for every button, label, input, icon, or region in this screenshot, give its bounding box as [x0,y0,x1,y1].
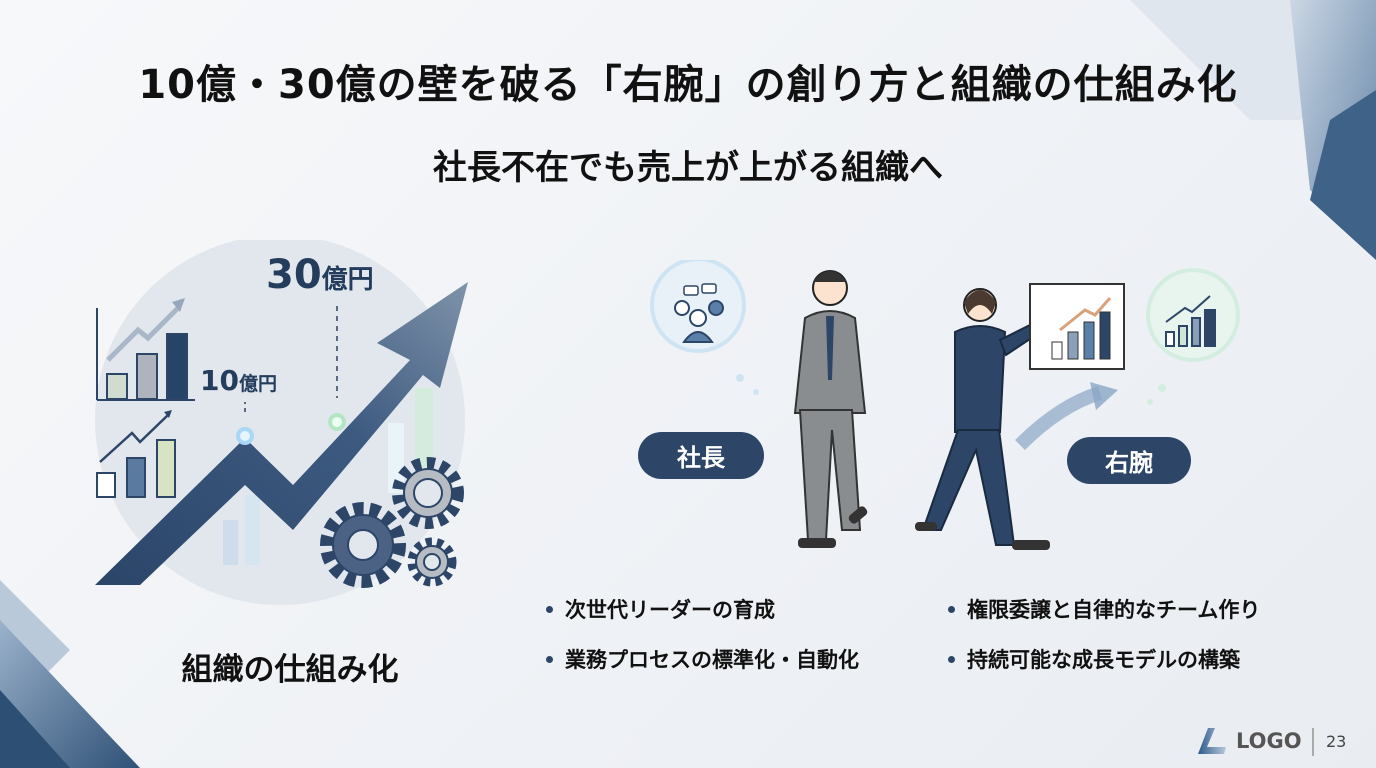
people-illustration [650,260,1240,550]
rising-arrow-icon [95,282,468,585]
bullet-dot [546,655,553,663]
amount-low-unit: 億円 [238,373,277,395]
team-icon [650,260,759,395]
right-hand-label: 右腕 [1067,437,1191,484]
amount-10-oku: 10億円 [200,364,277,397]
bullet-item: 業務プロセスの標準化・自動化 [546,644,859,674]
company-logo: LOGO [1198,728,1302,754]
bullet-text: 業務プロセスの標準化・自動化 [565,648,859,672]
bullet-item: 権限委譲と自律的なチーム作り [948,594,1260,624]
growth-chart-icon [1146,268,1240,405]
logo-mark-icon [1198,728,1226,754]
president-label: 社長 [638,432,764,479]
slide-subtitle: 社長不在でも売上が上がる組織へ [433,148,943,188]
organization-label: 組織の仕組み化 [181,652,399,688]
bullet-dot [948,605,955,613]
president-figure [793,270,868,548]
small-bar-chart-icon [96,410,176,498]
bullet-item: 持続可能な成長モデルの構築 [948,644,1240,674]
gear-icon [407,537,457,587]
gear-icon [320,502,406,588]
growth-illustration [95,240,468,605]
amount-high-unit: 億円 [321,265,374,295]
bullet-text: 次世代リーダーの育成 [565,598,775,622]
amount-low-number: 10 [200,364,239,397]
bullet-text: 持続可能な成長モデルの構築 [967,648,1240,672]
bullet-text: 権限委譲と自律的なチーム作り [967,598,1261,622]
amount-30-oku: 30億円 [266,252,374,298]
footer-divider [1312,728,1314,756]
amount-high-number: 30 [266,252,322,298]
logo-text: LOGO [1236,729,1302,753]
slide-title: 10億・30億の壁を破る「右腕」の創り方と組織の仕組み化 [138,62,1238,108]
page-number: 23 [1326,732,1347,751]
bullet-dot [546,605,553,613]
gear-icon [392,457,464,529]
presentation-board-chart [1029,283,1125,370]
bullet-dot [948,655,955,663]
bullet-item: 次世代リーダーの育成 [546,594,775,624]
bar-chart-icon [96,298,195,401]
